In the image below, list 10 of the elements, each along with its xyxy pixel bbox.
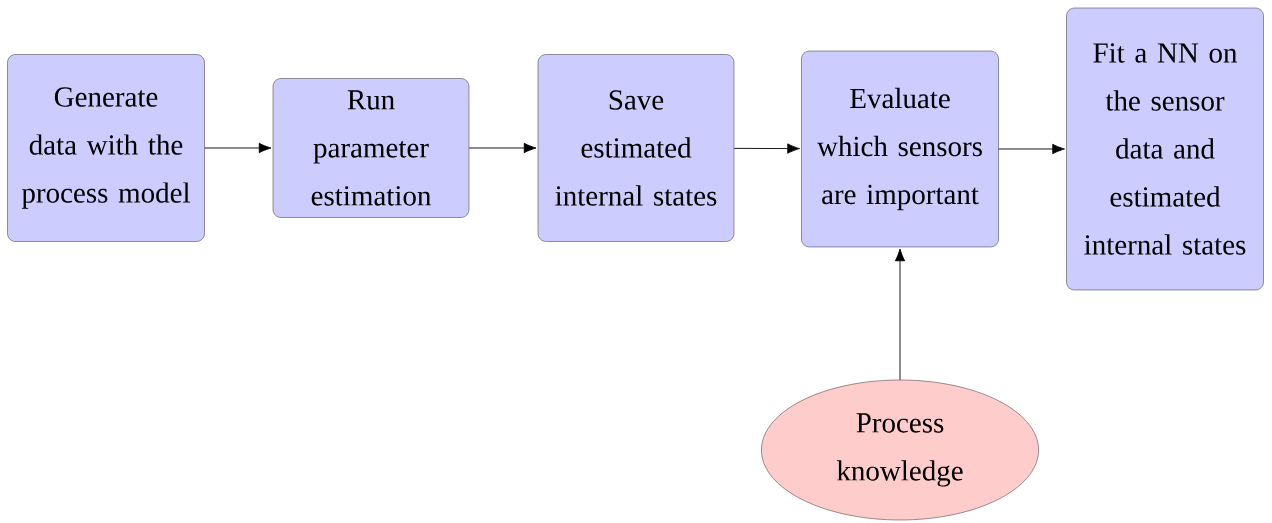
arrow [733, 143, 800, 154]
arrow [204, 142, 272, 154]
process-box: Save estimated internal states [537, 54, 735, 242]
process-box: Fit a NN on the sensor data and estimated internal states [1066, 7, 1264, 291]
arrow [894, 248, 906, 381]
arrow [468, 142, 537, 154]
process-box: Generate data with the process model [7, 54, 205, 242]
process-box: Evaluate which sensors are important [801, 50, 999, 248]
process-box: Run parameter estimation [272, 78, 470, 218]
arrow [998, 143, 1065, 155]
